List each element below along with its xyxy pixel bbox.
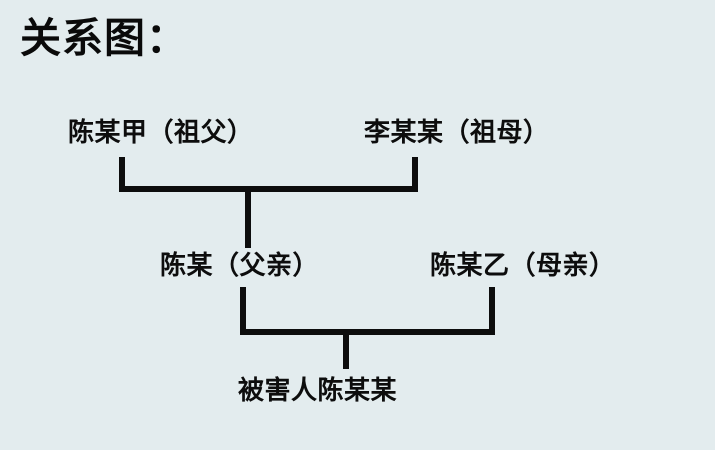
page-title: 关系图：	[20, 15, 188, 61]
node-mother: 陈某乙（母亲）	[428, 249, 618, 281]
node-victim: 被害人陈某某	[236, 374, 400, 406]
connector-grandparents-to-father-stem	[245, 190, 251, 248]
connector-mother-drop	[489, 287, 495, 335]
connector-grandfather-drop	[119, 157, 125, 192]
node-grandmother: 李某某（祖母）	[362, 116, 552, 148]
connector-grandmother-drop	[412, 157, 418, 192]
connector-parents-bar	[240, 329, 495, 335]
node-father: 陈某（父亲）	[158, 249, 322, 281]
connector-parents-to-victim-stem	[343, 333, 349, 369]
node-grandfather: 陈某甲（祖父）	[66, 116, 256, 148]
connector-father-drop	[240, 287, 246, 335]
connector-grandparents-bar	[119, 186, 418, 192]
